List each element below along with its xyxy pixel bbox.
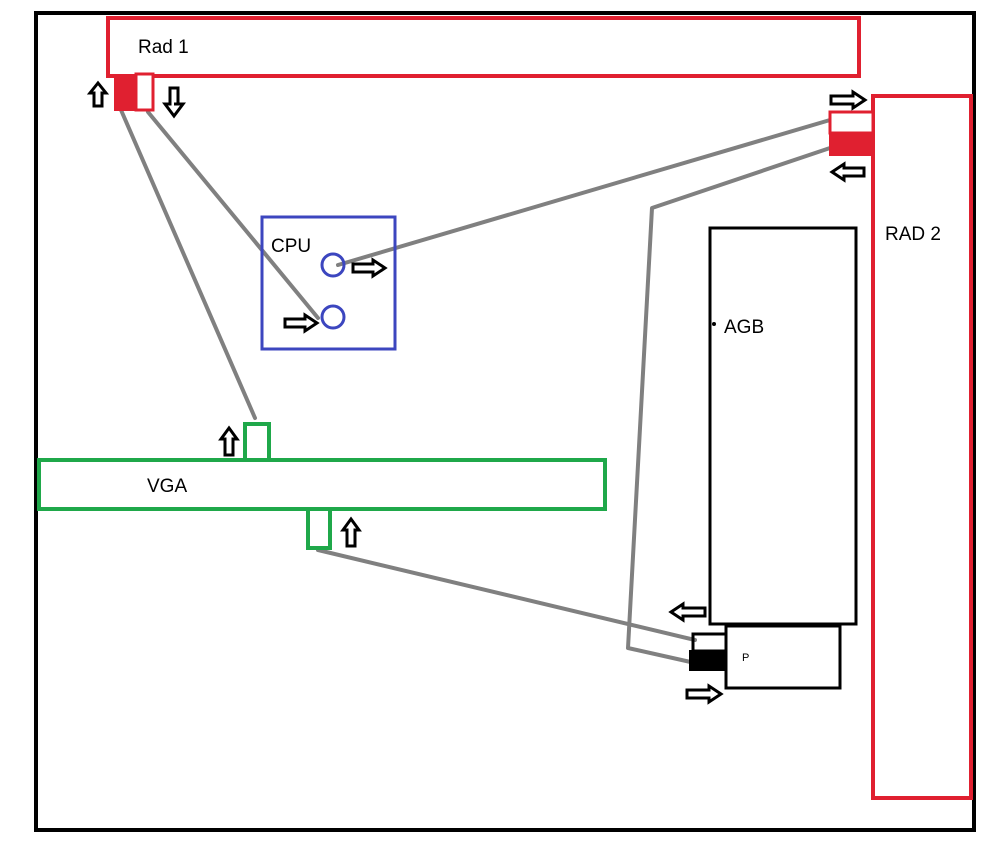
cpu-port-in xyxy=(320,304,346,330)
rad2-label: RAD 2 xyxy=(885,224,941,245)
vga-block: VGA xyxy=(37,422,607,550)
flow-arrows xyxy=(86,80,868,705)
rad2-port-out xyxy=(829,132,874,156)
case-outline xyxy=(34,11,976,832)
vga-port-top xyxy=(243,422,271,462)
cpu-label: CPU xyxy=(271,236,311,257)
tube-vga-pump xyxy=(316,548,697,642)
tube-rad1-vga xyxy=(119,108,257,420)
vga-body xyxy=(37,458,607,511)
tube-rad2-pump xyxy=(626,146,832,665)
tube-cpu-rad2 xyxy=(336,118,832,267)
arrow-up-icon xyxy=(218,425,240,457)
rad2-body xyxy=(871,94,973,800)
cpu-port-out xyxy=(320,252,346,278)
arrow-right-icon xyxy=(351,257,388,279)
rad1: Rad 1 xyxy=(106,16,861,112)
agb-label: AGB xyxy=(724,317,764,338)
tube-rad1-cpu xyxy=(146,110,320,320)
rad2: RAD 2 xyxy=(828,94,973,800)
pump-port-bottom xyxy=(689,650,727,671)
arrow-up-icon xyxy=(340,516,362,548)
arrow-left-icon xyxy=(829,161,866,183)
pump: P xyxy=(689,624,842,690)
vga-port-bottom xyxy=(306,507,332,550)
arrow-up-icon xyxy=(86,80,110,108)
vga-label: VGA xyxy=(147,476,187,497)
rad1-port-out xyxy=(114,75,137,111)
rad1-port-in xyxy=(134,72,155,112)
arrow-down-icon xyxy=(162,86,186,119)
rad1-body xyxy=(106,16,861,78)
agb-body xyxy=(708,226,858,626)
arrow-left-icon xyxy=(668,601,707,623)
arrow-right-icon xyxy=(685,683,724,705)
arrow-right-icon xyxy=(829,89,868,111)
rad1-label: Rad 1 xyxy=(138,37,189,58)
pump-label: P xyxy=(742,652,749,664)
rad2-port-in xyxy=(828,110,875,135)
agb-reservoir: AGB xyxy=(708,226,858,626)
pump-port-top xyxy=(691,632,728,653)
cpu-body xyxy=(260,215,397,351)
cpu-block: CPU xyxy=(260,215,397,351)
tubing xyxy=(119,108,832,665)
agb-dot xyxy=(712,322,716,326)
arrow-right-icon xyxy=(283,312,320,334)
